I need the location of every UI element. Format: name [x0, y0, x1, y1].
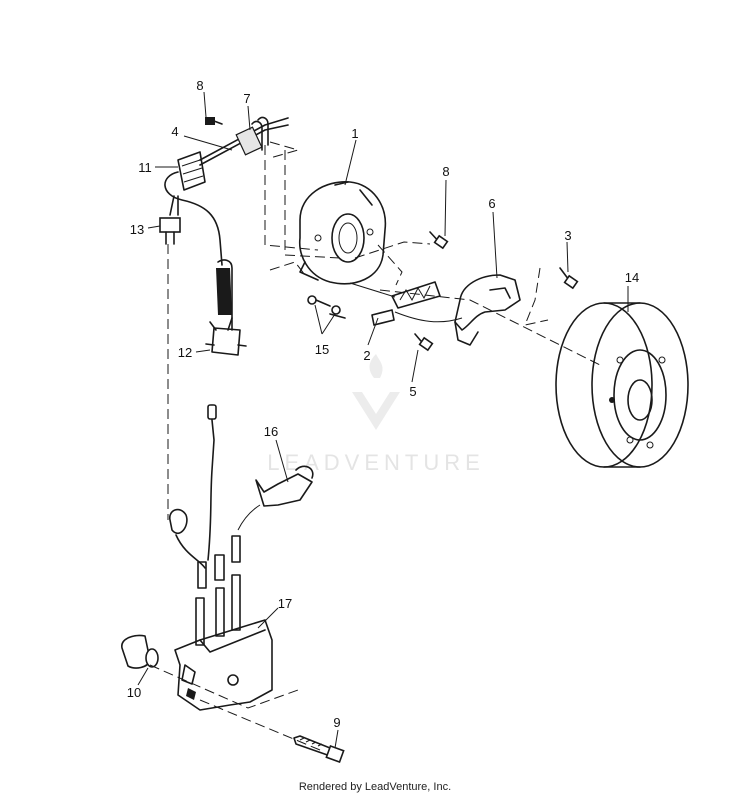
assembly-centerlines	[149, 141, 601, 751]
part-label-16: 16	[264, 424, 278, 439]
part-label-12: 12	[178, 345, 192, 360]
watermark: LEADVENTURE	[267, 354, 485, 475]
part-label-8-top: 8	[196, 78, 203, 93]
screws-15[interactable]	[307, 295, 346, 319]
render-credit: Rendered by LeadVenture, Inc.	[298, 781, 452, 793]
watermark-logo-icon	[352, 392, 400, 430]
part-labels: 1 2 3 4 5 6 7 8 8 9 10 11 12 13 14 15 16…	[127, 78, 639, 730]
part-label-6: 6	[488, 196, 495, 211]
part-label-13: 13	[130, 222, 144, 237]
part-label-14: 14	[625, 270, 639, 285]
ignition-coil-assembly[interactable]	[169, 404, 314, 711]
part-label-8-right: 8	[442, 164, 449, 179]
flywheel[interactable]	[555, 302, 689, 468]
pulser-coil[interactable]	[349, 281, 441, 326]
part-label-4: 4	[171, 124, 178, 139]
part-label-11: 11	[138, 160, 152, 175]
bolt-9[interactable]	[293, 735, 345, 764]
watermark-flame-icon	[369, 354, 383, 378]
part-label-2: 2	[363, 348, 370, 363]
part-label-3: 3	[564, 228, 571, 243]
part-label-5: 5	[409, 384, 416, 399]
part-label-15: 15	[315, 342, 329, 357]
generating-coil[interactable]	[394, 274, 521, 346]
part-label-10: 10	[127, 685, 141, 700]
screw-8-right[interactable]	[429, 231, 449, 250]
part-label-9: 9	[333, 715, 340, 730]
watermark-text: LEADVENTURE	[267, 450, 485, 475]
part-label-7: 7	[243, 91, 250, 106]
screw-3[interactable]	[559, 267, 579, 290]
screw-5[interactable]	[414, 333, 434, 352]
terminal-cap-10[interactable]	[121, 634, 159, 669]
wiring-harness[interactable]	[159, 116, 289, 356]
part-label-17: 17	[278, 596, 292, 611]
screw-8-top[interactable]	[205, 117, 223, 125]
leader-lines	[137, 91, 629, 749]
part-label-1: 1	[351, 126, 358, 141]
stator-plate[interactable]	[299, 181, 387, 285]
